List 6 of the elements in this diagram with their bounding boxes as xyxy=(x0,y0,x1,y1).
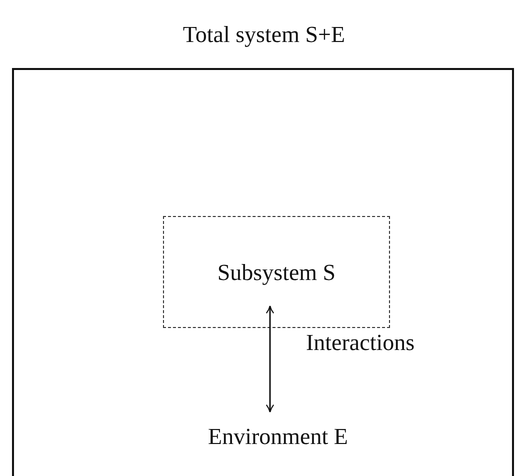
system-boundary xyxy=(12,68,514,476)
node-label: Subsystem S xyxy=(217,260,336,287)
node-label: Environment E xyxy=(208,424,348,449)
edge-label: Interactions xyxy=(306,330,415,356)
title: Total system S+E xyxy=(182,22,346,48)
dashed-box xyxy=(163,216,390,328)
